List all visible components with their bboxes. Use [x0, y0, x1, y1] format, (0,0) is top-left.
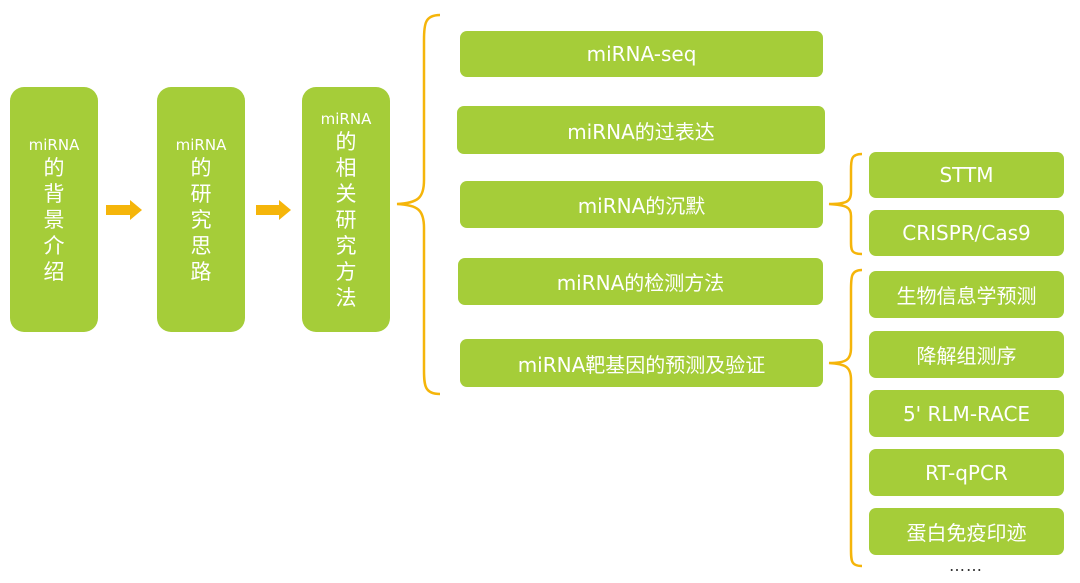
- method-mirna-seq: miRNA-seq: [460, 31, 823, 77]
- stage-char: 研: [190, 181, 212, 206]
- stage-char: 的: [190, 155, 212, 180]
- stage-char: 研: [335, 207, 357, 232]
- stage-char: 关: [335, 181, 357, 206]
- arrow-1: [106, 200, 142, 220]
- silencing-brace: [828, 152, 863, 256]
- validation-rlm-race: 5' RLM-RACE: [869, 390, 1064, 437]
- stage-research-approach: miRNA 的 研 究 思 路: [157, 87, 245, 332]
- silencing-crispr: CRISPR/Cas9: [869, 210, 1064, 256]
- stage-char: 思: [190, 233, 212, 258]
- method-detection: miRNA的检测方法: [458, 258, 823, 305]
- stage-char: 的: [43, 155, 65, 180]
- methods-brace: [396, 13, 441, 396]
- stage-char: 究: [190, 207, 212, 232]
- stage-char: 路: [190, 259, 212, 284]
- stage-char: 相: [335, 155, 357, 180]
- stage-background-intro: miRNA 的 背 景 介 绍: [10, 87, 98, 332]
- stage-char: 究: [335, 233, 357, 258]
- stage-head: miRNA: [320, 109, 372, 128]
- method-silencing: miRNA的沉默: [460, 181, 823, 228]
- method-target-prediction: miRNA靶基因的预测及验证: [460, 339, 823, 387]
- validation-degradome: 降解组测序: [869, 331, 1064, 378]
- stage-head: miRNA: [28, 135, 80, 154]
- silencing-sttm: STTM: [869, 152, 1064, 198]
- stage-char: 介: [43, 233, 65, 258]
- validation-bioinformatics: 生物信息学预测: [869, 271, 1064, 318]
- stage-char: 方: [335, 259, 357, 284]
- stage-char: 背: [43, 181, 65, 206]
- stage-char: 法: [335, 285, 357, 310]
- validation-western-blot: 蛋白免疫印迹: [869, 508, 1064, 555]
- method-overexpression: miRNA的过表达: [457, 106, 825, 154]
- stage-char: 景: [43, 207, 65, 232]
- validation-brace: [828, 268, 863, 568]
- stage-head: miRNA: [175, 135, 227, 154]
- stage-research-methods: miRNA 的 相 关 研 究 方 法: [302, 87, 390, 332]
- validation-rt-qpcr: RT-qPCR: [869, 449, 1064, 496]
- ellipsis: ……: [949, 556, 983, 575]
- stage-char: 的: [335, 129, 357, 154]
- stage-char: 绍: [43, 259, 65, 284]
- arrow-2: [256, 200, 291, 220]
